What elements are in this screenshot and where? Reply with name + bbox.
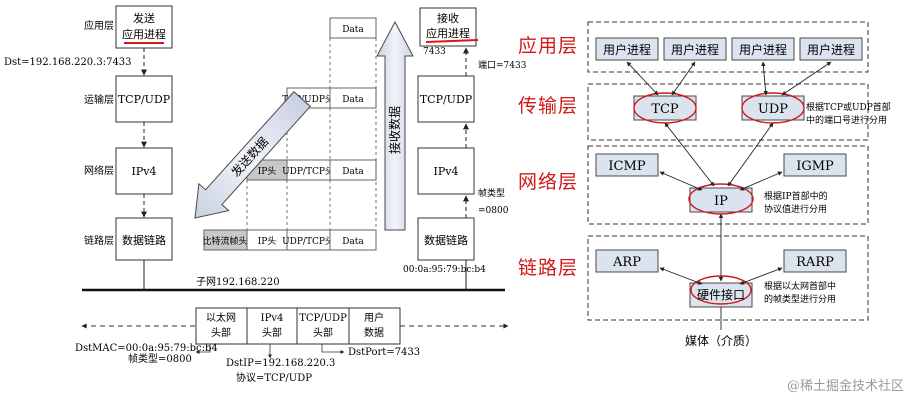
frame-eth-line1: 以太网 xyxy=(206,311,236,324)
encap-data-4: Data xyxy=(342,237,364,247)
dst-mac: DstMAC=00:0a:95:79:bc:b4 xyxy=(75,343,218,354)
title-link: 链路层 xyxy=(518,257,578,279)
igmp-box xyxy=(783,153,847,177)
receiver-port-left: 7433 xyxy=(423,47,446,57)
title-network: 网络层 xyxy=(518,171,578,193)
arp-box xyxy=(595,249,659,273)
receiver-link-box xyxy=(417,217,475,261)
sender-link-box xyxy=(115,217,173,261)
encap-ip-head-4: IP头 xyxy=(258,236,277,247)
frame-type: 帧类型=0800 xyxy=(128,352,192,365)
receiver-link-text: 数据链路 xyxy=(424,233,468,247)
receiver-transport-text: TCP/UDP xyxy=(420,93,473,106)
sender-app-box xyxy=(115,5,173,49)
receiver-transport-box xyxy=(417,75,475,123)
frame-user-line2: 数据 xyxy=(364,326,384,339)
encap-udptcp-head-3: UDP/TCP头 xyxy=(282,166,334,177)
link-layer-frame xyxy=(587,235,869,321)
encap-data-3: Data xyxy=(342,167,364,177)
media-label: 媒体（介质） xyxy=(685,334,757,348)
sender-network-text: IPv4 xyxy=(132,165,157,178)
sender-app-line2: 应用进程 xyxy=(122,27,166,41)
watermark: @稀土掘金技术社区 xyxy=(787,378,904,394)
user-process-4: 用户进程 xyxy=(807,42,855,57)
igmp-text: IGMP xyxy=(796,159,834,174)
dst-ip: DstIP=192.168.220.3 xyxy=(226,358,335,369)
encap-udptcp-head-4: UDP/TCP头 xyxy=(282,236,334,247)
frame-type-line1: 帧类型 xyxy=(478,187,505,199)
encap-data-2: Data xyxy=(342,95,364,105)
receiver-app-line1: 接收 xyxy=(437,11,459,25)
frame-tcp-line1: TCP/UDP xyxy=(299,313,347,324)
receiver-app-underline xyxy=(425,39,479,43)
layer-label-network: 网络层 xyxy=(84,164,114,177)
icmp-text: ICMP xyxy=(608,159,645,174)
frame-type-line2: =0800 xyxy=(478,206,509,216)
eth-note-line1: 根据以太网首部中 xyxy=(764,280,836,292)
icmp-box xyxy=(595,153,659,177)
receive-arrow-label: 接收数据 xyxy=(387,106,402,154)
encap-tcpudp-head-2: TCP/UDP头 xyxy=(282,94,334,105)
frame-bar: 以太网 头部 IPv4 头部 TCP/UDP 头部 用户 数据 xyxy=(81,307,509,345)
sender-transport-text: TCP/UDP xyxy=(118,93,171,106)
frame-user-line1: 用户 xyxy=(364,311,384,324)
hw-interface-box xyxy=(689,282,753,308)
title-app: 应用层 xyxy=(518,35,578,57)
frame-ip-line1: IPv4 xyxy=(261,313,284,324)
receive-arrow: 接收数据 xyxy=(376,20,414,231)
layer-label-link: 链路层 xyxy=(84,234,114,247)
eth-note-line2: 的帧类型进行分用 xyxy=(764,293,836,305)
frame-eth-line2: 头部 xyxy=(211,326,231,339)
demux-diagram: 应用层 传输层 网络层 链路层 用户进程 用户进程 用户进程 用户进程 TCP … xyxy=(518,21,891,348)
udp-box xyxy=(741,95,805,121)
title-transport: 传输层 xyxy=(518,95,578,117)
encap-ip-head-3: IP头 xyxy=(258,166,277,177)
user-process-3: 用户进程 xyxy=(739,42,787,57)
receiver-network-text: IPv4 xyxy=(434,165,459,178)
frame-tcp-line2: 头部 xyxy=(313,326,333,339)
sender-link-text: 数据链路 xyxy=(122,233,166,247)
destination-label: Dst=192.168.220.3:7433 xyxy=(4,57,132,68)
rarp-text: RARP xyxy=(796,255,834,270)
frame-ip-line2: 头部 xyxy=(262,326,282,339)
encap-rows: Data TCP/UDP头 Data IP头 UDP/TCP头 Data 比特流… xyxy=(202,17,377,251)
user-process-1: 用户进程 xyxy=(603,42,651,57)
ip-note-line2: 协议值进行分用 xyxy=(764,203,827,215)
sender-transport-box xyxy=(115,75,173,123)
send-arrow: 发送数据 xyxy=(194,91,311,219)
encap-frame-head-4: 比特流帧头 xyxy=(202,235,247,247)
layer-label-app: 应用层 xyxy=(84,19,114,32)
sender-stack: 发送 应用进程 TCP/UDP IPv4 数据链路 xyxy=(115,5,173,290)
protocol: 协议=TCP/UDP xyxy=(236,371,312,384)
sender-app-line1: 发送 xyxy=(133,11,155,25)
receiver-mac: 00:0a:95:79:bc:b4 xyxy=(403,265,486,275)
tcp-text: TCP xyxy=(651,102,679,117)
receiver-app-line2: 应用进程 xyxy=(426,26,470,40)
layer-label-transport: 运输层 xyxy=(84,93,114,106)
receiver-stack: 接收 应用进程 7433 TCP/UDP IPv4 数据链路 端口=7433 帧… xyxy=(403,7,527,290)
tcp-udp-note-line2: 中的端口号进行分用 xyxy=(806,114,887,126)
rarp-box xyxy=(783,249,847,273)
udp-text: UDP xyxy=(758,102,788,117)
user-processes: 用户进程 用户进程 用户进程 用户进程 xyxy=(595,37,863,61)
tcp-box xyxy=(633,95,697,121)
ip-note-line1: 根据IP首部中的 xyxy=(764,190,828,202)
receiver-network-box xyxy=(417,147,475,195)
dst-port: DstPort=7433 xyxy=(348,347,420,358)
encapsulation-diagram: 应用层 运输层 网络层 链路层 发送 应用进程 TCP/UDP IPv4 数据链… xyxy=(4,5,527,384)
arp-text: ARP xyxy=(612,255,641,270)
subnet-label: 子网192.168.220 xyxy=(196,276,280,288)
app-layer-frame xyxy=(587,21,869,73)
encap-data-1: Data xyxy=(342,25,364,35)
hw-interface-text: 硬件接口 xyxy=(697,287,745,302)
user-process-2: 用户进程 xyxy=(671,42,719,57)
ip-box xyxy=(689,187,753,213)
tcp-udp-note-line1: 根据TCP或UDP首部 xyxy=(806,101,891,113)
receiver-port-right: 端口=7433 xyxy=(478,59,527,71)
ip-text: IP xyxy=(714,194,728,209)
